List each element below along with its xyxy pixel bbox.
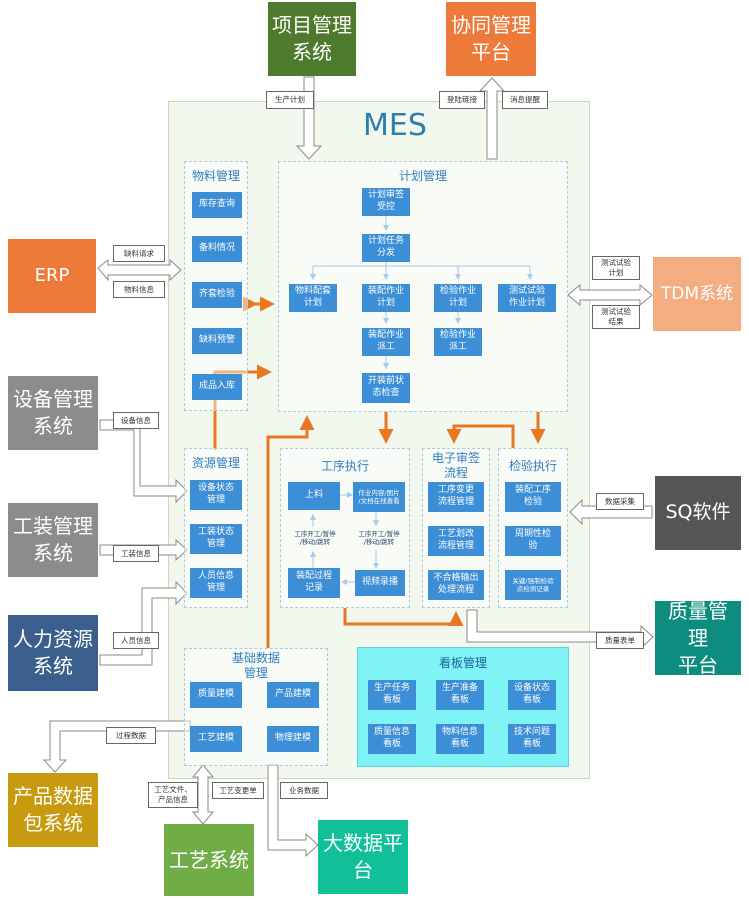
arrow-hr-resource (99, 580, 188, 666)
basedata-title: 基础数据 管理 (231, 651, 280, 680)
flow-label-process-data: 过程数据 (106, 727, 156, 744)
kanban-title: 看板管理 (438, 656, 487, 670)
system-quality-management: 质量管理 平台 (655, 599, 741, 677)
arrow-equip-resource (99, 419, 188, 504)
process-op-right: 工序开工/暂停 /移动/跳转 (358, 529, 400, 546)
arrow-mes-tdm (567, 283, 653, 307)
process-video: 视频录播 (355, 570, 405, 596)
process-record: 装配过程 记录 (288, 568, 340, 598)
inspection-title: 检验执行 (508, 459, 557, 473)
material-shortage-alert: 缺料预警 (192, 328, 242, 354)
arrow-project-plan (295, 76, 323, 160)
esign-nonconformance: 不合格输出 处理流程 (428, 570, 484, 600)
inspection-key-points: 关键/强制检验 点检测记录 (505, 570, 561, 600)
flow-label-quality-form: 质量表单 (596, 632, 644, 649)
system-craft: 工艺系统 (164, 824, 254, 896)
kanban-tech-issue: 技术问题 看板 (508, 724, 556, 754)
plan-precheck: 开装前状 态检查 (362, 373, 410, 403)
system-big-data: 大数据平 台 (318, 820, 408, 894)
material-title: 物料管理 (191, 169, 240, 183)
material-prep-status: 备料情况 (192, 236, 242, 262)
basedata-craft-model: 工艺建模 (190, 726, 242, 752)
plan-inspection: 检验作业 计划 (434, 284, 482, 312)
plan-dispatch: 计划任务 分发 (362, 234, 410, 262)
flow-label-shortage-request: 缺料请求 (113, 245, 165, 262)
kanban-production-prep: 生产准备 看板 (436, 680, 484, 710)
arrow-plan-collab (478, 77, 506, 160)
material-finished-inbound: 成品入库 (192, 374, 242, 400)
resource-staff: 人员信息 管理 (190, 568, 242, 598)
esign-process-change: 工序变更 流程管理 (428, 482, 484, 512)
resource-equipment: 设备状态 管理 (190, 480, 242, 510)
process-title: 工序执行 (320, 459, 369, 473)
flow-label-biz-data: 业务数据 (280, 782, 328, 799)
system-product-data-package: 产品数据 包系统 (8, 773, 98, 847)
inspection-assembly: 装配工序 检验 (505, 482, 561, 512)
system-equipment-management: 设备管理 系统 (8, 376, 98, 450)
flow-label-data-collect: 数据采集 (596, 493, 644, 510)
flow-label-tool-info: 工装信息 (113, 545, 159, 562)
esign-title: 电子审签 流程 (431, 451, 480, 480)
flow-label-material-info: 物料信息 (113, 281, 165, 298)
flow-label-login: 登陆链接 (439, 91, 485, 109)
flow-label-test-plan: 测试试验 计划 (592, 256, 640, 280)
system-collaboration-platform: 协同管理 平台 (446, 2, 536, 76)
process-load: 上料 (288, 482, 340, 510)
system-project-management: 项目管理 系统 (268, 2, 356, 76)
system-tdm: TDM系统 (653, 257, 741, 331)
flow-label-staff-info: 人员信息 (113, 632, 159, 649)
plan-assembly-dispatch: 装配作业 派工 (362, 328, 410, 356)
plan-test: 测试试验 作业计划 (498, 284, 556, 312)
mes-title: MES (363, 108, 427, 143)
flow-label-plan: 生产计划 (266, 91, 314, 109)
arrow-erp-material (97, 258, 182, 282)
plan-assembly: 装配作业 计划 (362, 284, 410, 312)
kanban-material-info: 物料信息 看板 (436, 724, 484, 754)
plan-title: 计划管理 (398, 169, 447, 183)
arrow-basedata-bigdata (267, 764, 319, 858)
flow-label-msg: 消息提醒 (502, 91, 548, 109)
arrow-basedata-pdp (42, 720, 191, 773)
basedata-product-model: 产品建模 (267, 682, 319, 708)
system-hr: 人力资源 系统 (8, 615, 98, 691)
flow-label-craft-files: 工艺文件、 产品信息 (148, 782, 198, 808)
esign-craft-change: 工艺划改 流程管理 (428, 526, 484, 556)
material-kit-check: 齐套检验 (192, 282, 242, 308)
system-erp: ERP (8, 239, 96, 313)
flow-label-craft-change: 工艺变更单 (212, 782, 264, 799)
basedata-quality-model: 质量建模 (190, 682, 242, 708)
system-tooling-management: 工装管理 系统 (8, 503, 98, 577)
kanban-equipment-status: 设备状态 看板 (508, 680, 556, 710)
kanban-quality-info: 质量信息 看板 (368, 724, 416, 754)
flow-label-test-result: 测试试验 结果 (592, 305, 640, 329)
process-doc-view: 作业内容/图片 /文档在线查看 (353, 482, 405, 512)
plan-kit: 物料配套 计划 (289, 284, 337, 312)
material-stock-query: 库存查询 (192, 192, 242, 218)
resource-title: 资源管理 (191, 456, 240, 470)
process-op-left: 工序开工/暂停 /移动/跳转 (294, 529, 336, 546)
system-sq-software: SQ软件 (655, 476, 741, 550)
flow-label-equip-info: 设备信息 (113, 412, 159, 429)
plan-review: 计划审签 受控 (362, 188, 410, 216)
inspection-periodic: 周期性检 验 (505, 526, 561, 556)
resource-tooling: 工装状态 管理 (190, 524, 242, 554)
plan-inspection-dispatch: 检验作业 派工 (434, 328, 482, 356)
basedata-physical-model: 物理建模 (267, 726, 319, 752)
kanban-production-task: 生产任务 看板 (368, 680, 416, 710)
